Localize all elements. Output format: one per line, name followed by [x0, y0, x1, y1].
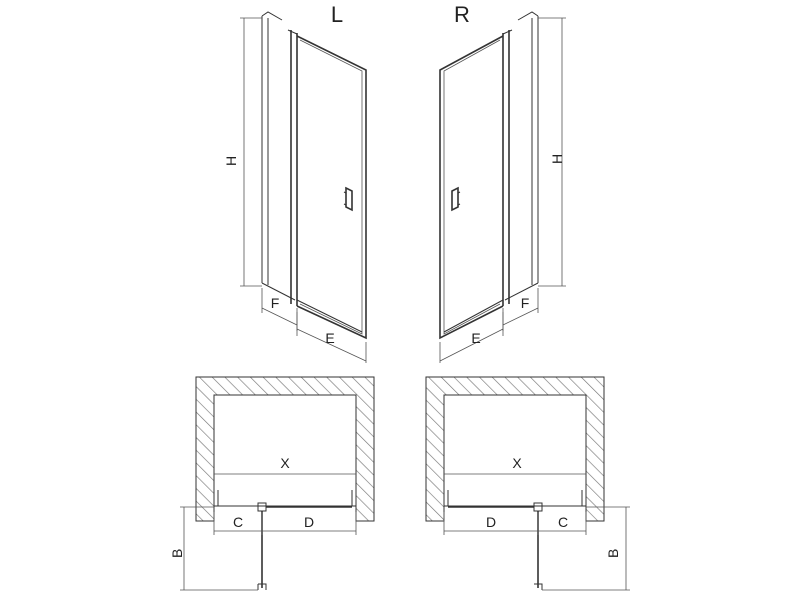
label-overall-width-left: X — [280, 455, 290, 471]
label-depth-left: B — [169, 549, 185, 558]
label-side-c-right: C — [558, 514, 568, 530]
label-door-width-left: E — [325, 330, 334, 346]
label-right-side: R — [454, 2, 470, 27]
label-fixed-width-left: F — [271, 295, 280, 311]
label-side-c-left: C — [233, 514, 243, 530]
label-door-width-right: E — [471, 330, 480, 346]
label-side-d-left: D — [304, 514, 314, 530]
elevation-right: R H F E — [439, 2, 566, 363]
label-height-left: H — [223, 156, 239, 166]
label-height-right: H — [549, 154, 565, 164]
label-overall-width-right: X — [512, 455, 522, 471]
label-side-d-right: D — [486, 514, 496, 530]
label-fixed-width-right: F — [521, 295, 530, 311]
elevation-left: L H F E — [223, 2, 367, 363]
label-depth-right: B — [605, 549, 621, 558]
plan-right: X D C B — [425, 376, 630, 591]
label-left-side: L — [331, 2, 343, 27]
plan-left: X C D B — [169, 376, 375, 591]
